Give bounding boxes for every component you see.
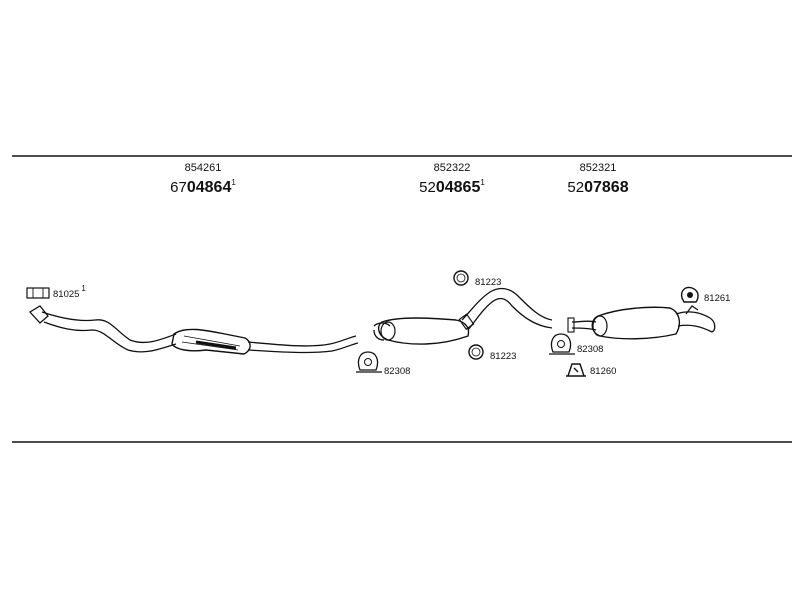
assembly-middle-number: 04865 [436,179,481,196]
clamp-rear-number: 82308 [577,344,603,355]
hanger-upper-number: 81261 [704,293,730,304]
front-pipe [28,305,177,353]
svg-text:52048651: 52048651 [419,178,485,196]
assembly-front-sup: 1 [231,178,236,187]
assembly-middle-sup: 1 [480,178,485,187]
assembly-middle-prefix: 52 [419,179,436,196]
assembly-rear-prefix: 52 [567,179,584,196]
gasket-icon [26,287,50,299]
hanger-bracket-icon [566,363,586,377]
assembly-rear-number: 07868 [584,179,629,196]
ring-lower-number: 81223 [490,351,516,362]
assembly-rear-header: 852321 5207868 [567,162,628,196]
ring-upper-number: 81223 [475,277,501,288]
assembly-middle-code: 852322 [434,162,471,174]
ring-icon [468,344,484,360]
hanger-upper-callout: 81261 [680,286,730,304]
ring-icon [453,270,469,286]
intermediate-pipe-front [247,335,359,354]
ring-upper-callout: 81223 [453,270,501,288]
middle-muffler [373,287,553,345]
front-pipe-flange [28,305,49,324]
clamp-front-number: 82308 [384,366,410,377]
assembly-front-header: 854261 67048641 [170,162,236,196]
ring-lower-callout: 81223 [468,344,516,362]
gasket-front-sup: 1 [81,284,86,293]
clamp-icon [549,333,575,355]
gasket-front-callout: 810251 [26,284,86,300]
svg-text:810251: 810251 [53,284,86,300]
hanger-lower-number: 81260 [590,366,616,377]
hanger-icon [680,286,699,303]
assembly-rear-code: 852321 [580,162,617,174]
assembly-front-prefix: 67 [170,179,187,196]
gasket-front-number: 81025 [53,289,79,300]
clamp-icon [356,351,382,373]
clamp-front-callout: 82308 [356,351,410,377]
catalytic-converter [171,328,251,355]
assembly-front-code: 854261 [185,162,222,174]
hanger-lower-callout: 81260 [566,363,616,377]
assembly-middle-header: 852322 52048651 [419,162,485,196]
svg-text:67048641: 67048641 [170,178,236,196]
clamp-rear-callout: 82308 [549,333,603,355]
assembly-front-number: 04864 [187,179,232,196]
rear-muffler [567,305,716,340]
svg-text:5207868: 5207868 [567,179,628,196]
